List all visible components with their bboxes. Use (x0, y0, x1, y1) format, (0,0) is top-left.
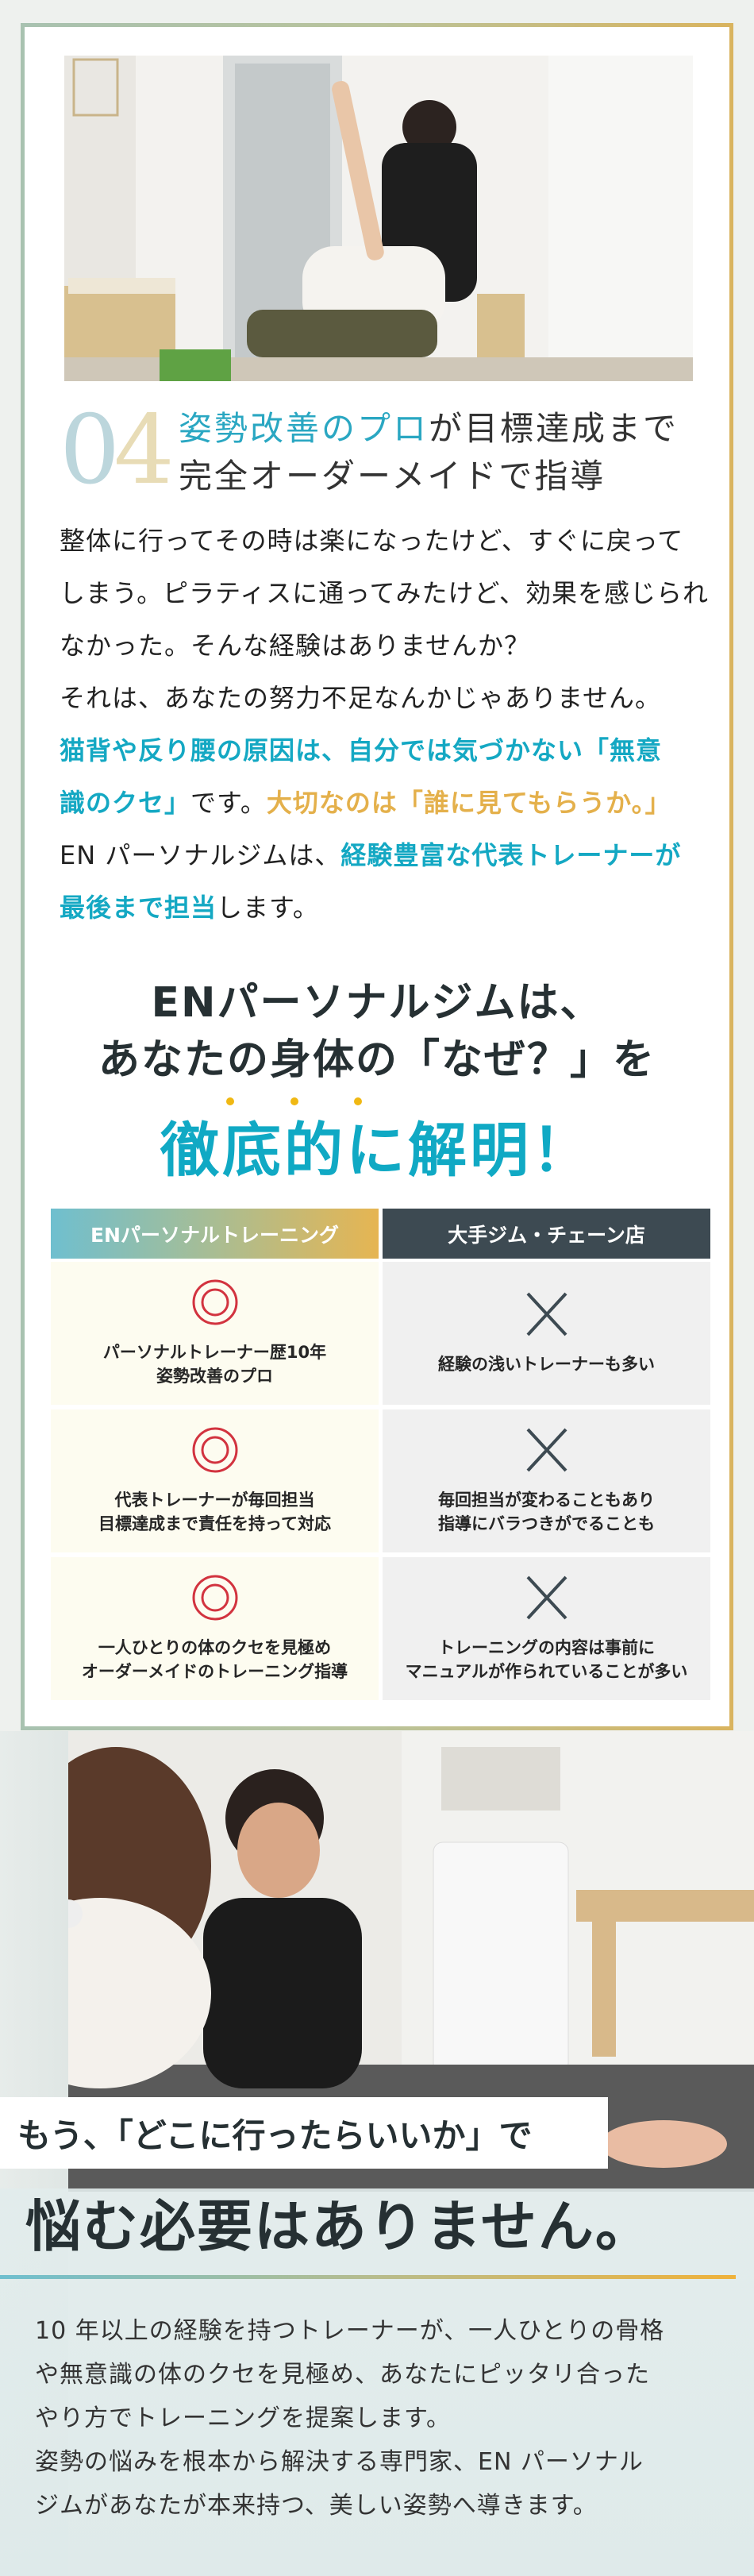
body-line: 10 年以上の経験を持つトレーナーが、一人ひとりの骨格 (35, 2317, 665, 2345)
body-text: EN パーソナルジムは、 (60, 840, 341, 870)
comparison-heading-emphasis: 徹底的に解明！ (160, 1116, 594, 1185)
body-line: 整体に行ってその時は楽になったけど、すぐに戻って (60, 526, 684, 556)
title-highlight: 姿勢改善のプロ (179, 409, 429, 448)
comparison-cell-en: 代表トレーナーが毎回担当目標達成まで責任を持って対応 (51, 1409, 379, 1552)
cell-text: 姿勢改善のプロ (156, 1367, 273, 1386)
comparison-heading-line2: あなたの身体の「なぜ？」を (98, 1036, 656, 1084)
comparison-cell-other: 経験の浅いトレーナーも多い (383, 1262, 710, 1405)
cell-text: トレーニングの内容は事前に (438, 1638, 655, 1657)
comparison-cell-other: 毎回担当が変わることもあり指導にバラつきがでることも (383, 1409, 710, 1552)
cross-icon (526, 1428, 567, 1472)
section-number: 04 (60, 403, 175, 499)
trainer-stretch-photo (64, 56, 693, 381)
double-circle-icon (192, 1279, 237, 1325)
body-line: なかった。そんな経験はありませんか？ (60, 631, 531, 661)
column-header-en: ENパーソナルトレーニング (51, 1209, 379, 1259)
body-line: やり方でトレーニングを提案します。 (35, 2404, 451, 2432)
cell-text: パーソナルトレーナー歴10年 (102, 1343, 327, 1362)
gradient-divider (0, 2275, 736, 2279)
cross-icon (526, 1575, 567, 1620)
comparison-cell-en: パーソナルトレーナー歴10年姿勢改善のプロ (51, 1262, 379, 1405)
column-header-other: 大手ジム・チェーン店 (383, 1209, 710, 1259)
body-line: しまう。ピラティスに通ってみたけど、効果を感じられ (60, 578, 709, 608)
cell-text: オーダーメイドのトレーニング指導 (81, 1662, 348, 1681)
comparison-cell-en: 一人ひとりの体のクセを見極めオーダーメイドのトレーニング指導 (51, 1557, 379, 1700)
section-title: 姿勢改善のプロが目標達成まで 完全オーダーメイドで指導 (179, 405, 679, 500)
comparison-heading-line1: ENパーソナルジムは、 (151, 979, 603, 1027)
section-body: 整体に行ってその時は楽になったけど、すぐに戻って しまう。ピラティスに通ってみた… (60, 515, 718, 934)
number-digit: 4 (113, 395, 174, 506)
body-line-emphasis: 猫背や反り腰の原因は、自分では気づかない「無意 (60, 735, 663, 765)
emphasis-dots (25, 1097, 729, 1113)
body-line: ジムがあなたが本来持つ、美しい姿勢へ導きます。 (35, 2492, 598, 2520)
double-circle-icon (192, 1427, 237, 1473)
body-line: や無意識の体のクセを見極め、あなたにピッタリ合った (35, 2361, 650, 2389)
emphasis-teal: 経験豊富な代表トレーナーが (340, 840, 682, 870)
cell-text: 目標達成まで責任を持って対応 (98, 1514, 331, 1533)
cell-text: マニュアルが作られていることが多い (405, 1662, 688, 1681)
closing-headline: 悩む必要はありません。 (25, 2194, 652, 2259)
body-text: します。 (217, 893, 319, 923)
emphasis-teal: 識のクセ」 (60, 788, 191, 818)
closing-label: もう、「どこに行ったらいいか」で (0, 2097, 608, 2169)
comparison-cell-other: トレーニングの内容は事前にマニュアルが作られていることが多い (383, 1557, 710, 1700)
emphasis-gold: 大切なのは「誰に見てもらうか。」 (266, 788, 671, 818)
title-line2: 完全オーダーメイドで指導 (179, 457, 606, 496)
title-rest: が目標達成まで (429, 409, 679, 448)
body-line: それは、あなたの努力不足なんかじゃありません。 (60, 683, 662, 713)
body-line: 姿勢の悩みを根本から解決する専門家、EN パーソナル (35, 2448, 644, 2476)
cell-text: 代表トレーナーが毎回担当 (114, 1490, 315, 1510)
text-overlay (0, 2188, 754, 2576)
cell-text: 指導にバラつきがでることも (438, 1514, 655, 1533)
emphasis-teal: 最後まで担当 (60, 893, 217, 923)
feature-card: 04 姿勢改善のプロが目標達成まで 完全オーダーメイドで指導 整体に行ってその時… (21, 23, 733, 1730)
double-circle-icon (192, 1575, 237, 1621)
closing-body: 10 年以上の経験を持つトレーナーが、一人ひとりの骨格 や無意識の体のクセを見極… (35, 2309, 733, 2528)
cell-text: 一人ひとりの体のクセを見極め (98, 1638, 332, 1657)
cross-icon (526, 1292, 567, 1336)
cell-text: 経験の浅いトレーナーも多い (438, 1355, 655, 1374)
body-text: です。 (190, 788, 267, 818)
number-digit: 0 (60, 395, 120, 506)
cell-text: 毎回担当が変わることもあり (438, 1490, 655, 1510)
